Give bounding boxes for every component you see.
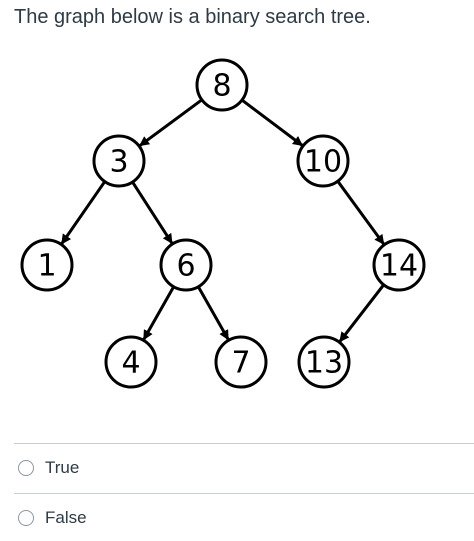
tree-node-1: 1 (20, 238, 74, 292)
tree-node-14: 14 (372, 238, 426, 292)
tree-node-10: 10 (296, 134, 350, 188)
node-circle-3 (92, 134, 146, 188)
node-label-13: 13 (305, 346, 343, 381)
node-circle-6 (159, 238, 213, 292)
answer-label-true: True (45, 458, 80, 477)
tree-node-7: 7 (214, 335, 268, 389)
edge-6-to-7 (197, 286, 230, 341)
node-circle-7 (214, 335, 268, 389)
node-label-10: 10 (304, 145, 342, 180)
radio-true[interactable] (18, 460, 34, 476)
divider-middle (14, 493, 474, 494)
edge-6-to-4 (142, 286, 175, 341)
answer-option-false[interactable]: False (18, 508, 87, 528)
node-circle-14 (372, 238, 426, 292)
node-label-8: 8 (212, 69, 231, 104)
node-label-6: 6 (176, 249, 195, 284)
edge-8-to-10 (241, 98, 304, 147)
edge-8-to-3 (139, 98, 203, 147)
answer-option-true[interactable]: True (18, 458, 79, 478)
node-circle-13 (297, 335, 351, 389)
tree-node-6: 6 (159, 238, 213, 292)
edge-10-to-14 (336, 180, 385, 245)
node-label-7: 7 (231, 346, 250, 381)
node-label-4: 4 (121, 346, 140, 381)
tree-node-3: 3 (92, 134, 146, 188)
divider-top (14, 443, 474, 444)
edge-3-to-1 (60, 180, 107, 245)
node-label-14: 14 (380, 249, 418, 284)
node-circle-8 (195, 58, 249, 112)
answer-label-false: False (45, 508, 87, 527)
node-label-1: 1 (37, 249, 56, 284)
node-circle-4 (104, 335, 158, 389)
question-text: The graph below is a binary search tree. (14, 6, 371, 28)
node-circle-10 (296, 134, 350, 188)
node-circle-1 (20, 238, 74, 292)
edge-3-to-6 (131, 181, 174, 244)
bst-diagram: 8 3 10 1 6 14 4 7 13 (20, 58, 426, 389)
edge-14-to-13 (338, 283, 385, 343)
radio-false[interactable] (18, 510, 34, 526)
tree-node-13: 13 (297, 335, 351, 389)
tree-node-8: 8 (195, 58, 249, 112)
tree-node-4: 4 (104, 335, 158, 389)
node-label-3: 3 (109, 145, 128, 180)
